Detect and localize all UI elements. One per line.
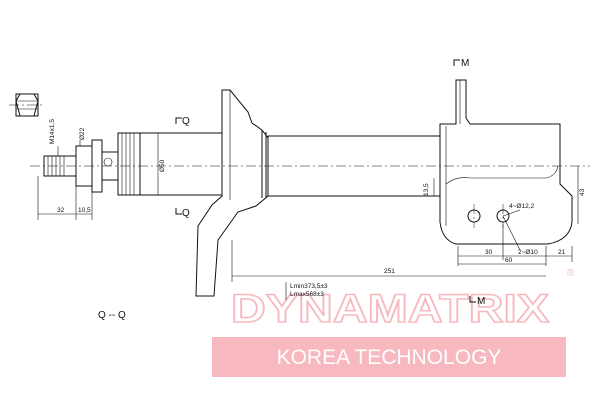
- dim-21: 21: [558, 249, 566, 256]
- dim-43: 43: [579, 188, 586, 196]
- dim-251: 251: [384, 268, 395, 275]
- rod-hole: [103, 157, 113, 167]
- dim-13-5: 13,5: [423, 183, 430, 196]
- dim-hole: 4~Ø12,2: [509, 203, 535, 210]
- watermark-tagline: KOREA TECHNOLOGY: [277, 346, 502, 369]
- section-q-q-label: Q -- Q: [98, 310, 126, 321]
- section-q-top-marker: [175, 117, 182, 124]
- dim-2-10: 2~Ø10: [518, 249, 538, 256]
- dim-10-5: 10,5: [78, 207, 91, 214]
- dust-cover: [117, 132, 223, 196]
- section-q-top: Q: [182, 116, 190, 127]
- dim-32: 32: [57, 207, 65, 214]
- section-m-bottom: M: [477, 296, 485, 307]
- dim-lmax: Lmax568±3: [290, 291, 324, 298]
- dim-lmin: Lmin373,5±3: [290, 283, 328, 290]
- section-m-bottom-marker: [469, 296, 476, 303]
- bracket-outline: [439, 79, 573, 245]
- dim-rod-dia: Ø22: [79, 127, 86, 140]
- dim-body-dia: Ø50: [159, 159, 166, 172]
- dim-thread: M14x1,5: [49, 119, 56, 144]
- dimension-lines: [37, 133, 579, 300]
- section-markers: [175, 59, 476, 303]
- section-q-bottom-marker: [175, 208, 182, 215]
- section-q-bottom: Q: [182, 208, 190, 219]
- dynamatrix-watermark: DYNAMATRIX ® KOREA TECHNOLOGY: [212, 268, 575, 377]
- watermark-brand: DYNAMATRIX: [231, 287, 549, 331]
- dim-30: 30: [485, 249, 493, 256]
- dim-60: 60: [505, 257, 513, 264]
- watermark-registered: ®: [567, 268, 575, 279]
- spring-seat-outline: [195, 89, 269, 297]
- spring-seat: [195, 89, 269, 297]
- bellows: [117, 132, 141, 196]
- watermark-banner: [212, 337, 566, 377]
- section-m-top: M: [461, 58, 469, 69]
- section-m-top-marker: [453, 59, 460, 66]
- nut-view: [9, 93, 45, 117]
- lower-bracket: [439, 79, 573, 245]
- upper-tube: [139, 132, 223, 196]
